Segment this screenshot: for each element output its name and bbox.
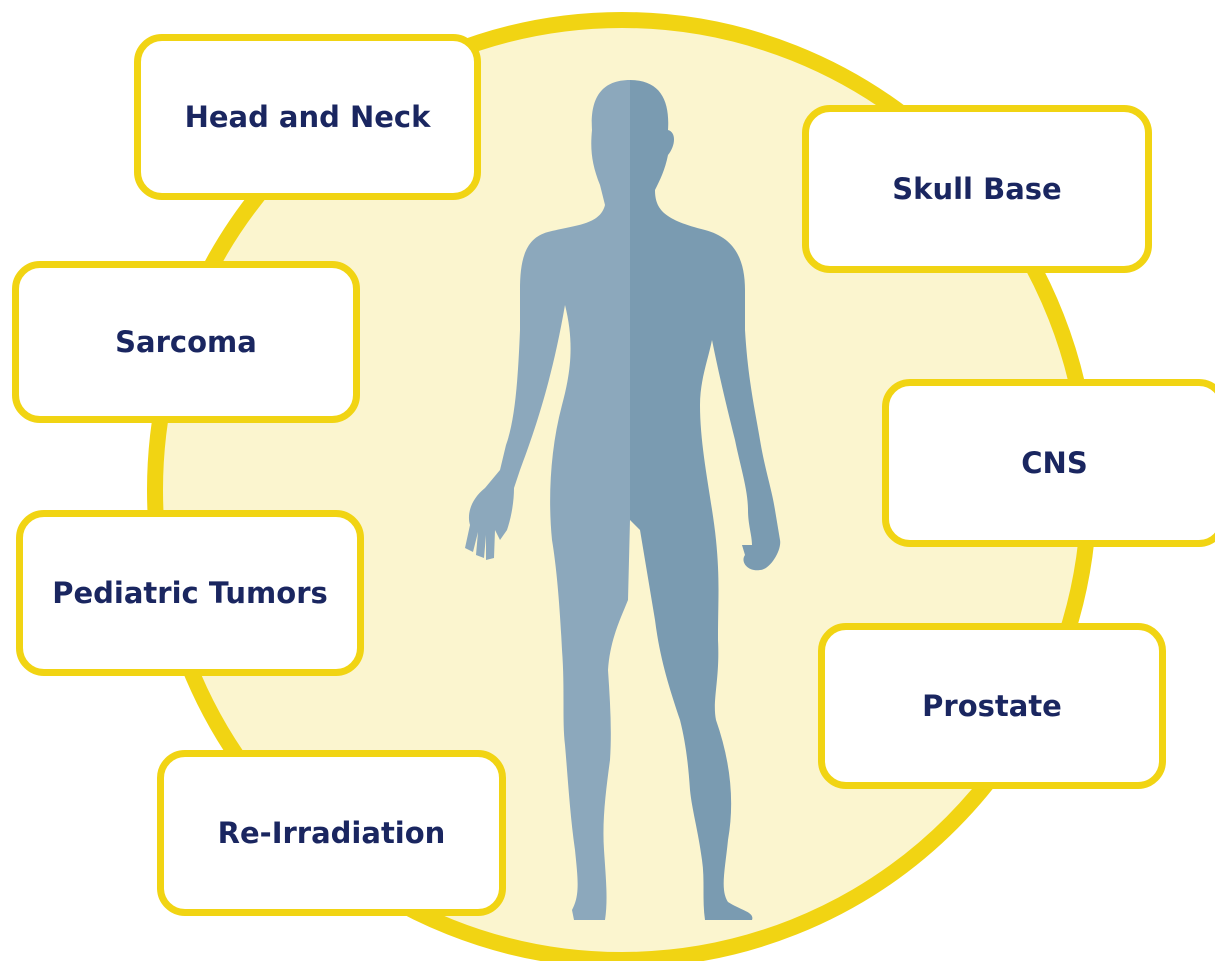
label-box-head-and-neck: Head and Neck (134, 34, 481, 200)
label-box-cns: CNS (882, 379, 1215, 547)
label-box-prostate: Prostate (818, 623, 1166, 789)
label-box-skull-base: Skull Base (802, 105, 1152, 273)
label-skull-base: Skull Base (892, 172, 1061, 206)
label-pediatric-tumors: Pediatric Tumors (52, 576, 328, 610)
label-box-pediatric-tumors: Pediatric Tumors (16, 510, 364, 676)
label-cns: CNS (1021, 446, 1087, 480)
label-prostate: Prostate (922, 689, 1062, 723)
label-box-re-irradiation: Re-Irradiation (157, 750, 506, 916)
label-sarcoma: Sarcoma (115, 325, 257, 359)
label-box-sarcoma: Sarcoma (12, 261, 360, 423)
label-head-and-neck: Head and Neck (185, 100, 431, 134)
label-re-irradiation: Re-Irradiation (218, 816, 446, 850)
